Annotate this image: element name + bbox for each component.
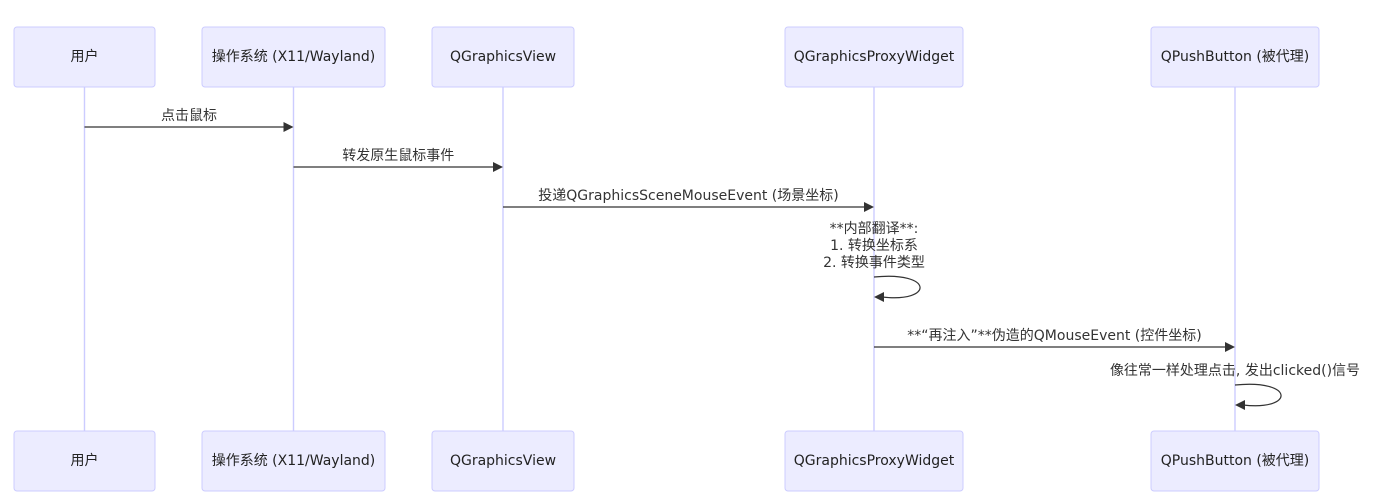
message-1: 点击鼠标 [84, 108, 294, 132]
message-label: **内部翻译**: [830, 221, 919, 237]
participant-box [784, 26, 964, 88]
self-message-loop [1234, 383, 1282, 407]
message-label: 像往常一样处理点击, 发出clicked()信号 [1110, 363, 1360, 379]
participant-user-bottom: 用户 [13, 430, 156, 492]
participant-proxy-top: QGraphicsProxyWidget [784, 26, 964, 88]
participant-box [784, 430, 964, 492]
participant-label: QPushButton (被代理) [1161, 49, 1310, 65]
participant-label: QGraphicsProxyWidget [794, 49, 955, 65]
participant-label: 操作系统 (X11/Wayland) [212, 49, 376, 65]
participant-label: 用户 [71, 48, 99, 65]
participant-box [431, 430, 575, 492]
participant-user-top: 用户 [13, 26, 156, 88]
message-label: 2. 转换事件类型 [823, 254, 925, 271]
participant-box [1150, 26, 1320, 88]
message-5: **“再注入”**伪造的QMouseEvent (控件坐标) [874, 328, 1235, 352]
message-label: 投递QGraphicsSceneMouseEvent (场景坐标) [538, 188, 838, 204]
participant-view-top: QGraphicsView [431, 26, 575, 88]
message-6: 像往常一样处理点击, 发出clicked()信号 [1110, 363, 1360, 410]
arrowhead [283, 122, 294, 132]
participant-os-bottom: 操作系统 (X11/Wayland) [201, 430, 386, 492]
arrowhead [1225, 342, 1235, 352]
participant-box [201, 26, 386, 88]
participant-box [13, 430, 156, 492]
participant-view-bottom: QGraphicsView [431, 430, 575, 492]
arrowhead [493, 162, 503, 172]
participant-label: 操作系统 (X11/Wayland) [212, 453, 376, 469]
lifelines [83, 87, 1236, 431]
participant-box [201, 430, 386, 492]
participant-label: QGraphicsProxyWidget [794, 453, 955, 469]
message-label: 1. 转换坐标系 [830, 237, 918, 254]
self-message-loop [873, 275, 921, 299]
participant-box [13, 26, 156, 88]
message-3: 投递QGraphicsSceneMouseEvent (场景坐标) [503, 188, 874, 212]
arrowhead [1235, 400, 1245, 410]
participant-os-top: 操作系统 (X11/Wayland) [201, 26, 386, 88]
participant-label: QGraphicsView [450, 49, 556, 65]
participant-proxy-bottom: QGraphicsProxyWidget [784, 430, 964, 492]
participant-box [1150, 430, 1320, 492]
participant-button-top: QPushButton (被代理) [1150, 26, 1320, 88]
arrowhead [874, 292, 884, 302]
arrowhead [864, 202, 874, 212]
message-label: 点击鼠标 [161, 108, 217, 124]
participant-label: QGraphicsView [450, 453, 556, 469]
participant-button-bottom: QPushButton (被代理) [1150, 430, 1320, 492]
message-label: 转发原生鼠标事件 [342, 148, 454, 164]
participant-label: 用户 [71, 452, 99, 469]
message-2: 转发原生鼠标事件 [293, 148, 503, 172]
participant-label: QPushButton (被代理) [1161, 453, 1310, 469]
message-label: **“再注入”**伪造的QMouseEvent (控件坐标) [907, 328, 1201, 344]
participant-box [431, 26, 575, 88]
